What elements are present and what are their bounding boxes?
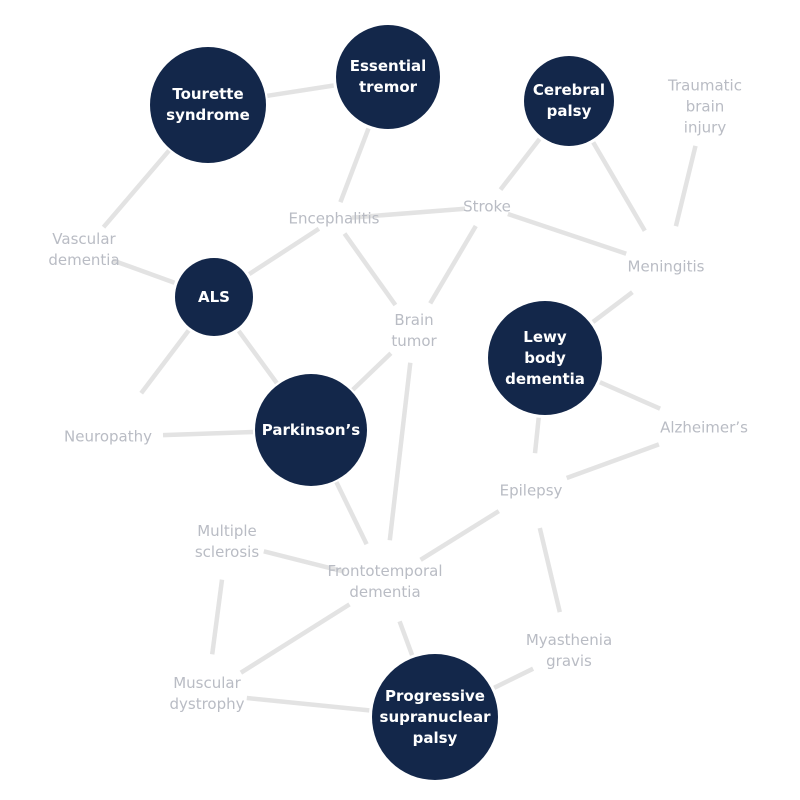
edge-epilepsy-myasthenia-gravis [537, 527, 562, 613]
node-stroke: Stroke [463, 197, 511, 216]
edge-stroke-brain-tumor [428, 224, 478, 305]
node-parkinsons: Parkinson’s [255, 374, 367, 486]
edge-frontotemporal-dementia-muscular-dystrophy [239, 602, 351, 675]
edge-als-encephalitis [247, 226, 321, 276]
edge-brain-tumor-frontotemporal-dementia [387, 362, 413, 541]
edge-lewy-body-dementia-epilepsy [532, 417, 541, 454]
node-multiple-sclerosis: Multiple sclerosis [194, 522, 260, 561]
node-epilepsy: Epilepsy [499, 481, 563, 500]
edge-parkinsons-neuropathy [162, 429, 254, 438]
edge-frontotemporal-dementia-progressive-supranuclear-palsy [397, 620, 415, 656]
node-encephalitis: Encephalitis [288, 209, 380, 228]
edge-cerebral-palsy-meningitis [591, 141, 647, 232]
edge-epilepsy-frontotemporal-dementia [419, 509, 500, 562]
edge-vascular-dementia-als [111, 258, 176, 285]
node-essential-tremor: Essential tremor [336, 25, 440, 129]
edge-als-parkinsons [236, 329, 279, 385]
edge-cerebral-palsy-stroke [498, 137, 542, 191]
node-cerebral-palsy: Cerebral palsy [524, 56, 614, 146]
edge-tourette-vascular-dementia [101, 149, 171, 229]
node-traumatic-brain-injury: Traumatic brain injury [668, 76, 742, 137]
edge-multiple-sclerosis-frontotemporal-dementia [263, 549, 345, 574]
edge-parkinsons-frontotemporal-dementia [334, 481, 369, 546]
edge-myasthenia-gravis-progressive-supranuclear-palsy [493, 666, 535, 690]
edge-muscular-dystrophy-progressive-supranuclear-palsy [246, 695, 370, 713]
edge-als-neuropathy [139, 329, 191, 395]
node-als: ALS [175, 258, 253, 336]
node-neuropathy: Neuropathy [64, 427, 152, 446]
node-progressive-supranuclear-palsy: Progressive supranuclear palsy [372, 654, 498, 780]
node-alzheimers: Alzheimer’s [660, 418, 748, 437]
edge-encephalitis-stroke [351, 206, 466, 220]
node-lewy-body-dementia: Lewy body dementia [488, 301, 602, 415]
node-brain-tumor: Brain tumor [391, 311, 437, 350]
edge-encephalitis-brain-tumor [342, 232, 398, 307]
node-vascular-dementia: Vascular dementia [48, 230, 120, 269]
node-myasthenia-gravis: Myasthenia gravis [525, 631, 613, 670]
node-muscular-dystrophy: Muscular dystrophy [169, 674, 245, 713]
edge-alzheimers-epilepsy [565, 442, 660, 481]
edge-parkinsons-brain-tumor [351, 351, 393, 392]
edge-traumatic-brain-injury-meningitis [673, 145, 698, 227]
edge-tourette-essential-tremor [266, 83, 335, 99]
edge-lewy-body-dementia-alzheimers [598, 380, 662, 411]
edge-essential-tremor-encephalitis [338, 127, 371, 204]
node-frontotemporal-dementia: Frontotemporal dementia [327, 562, 443, 601]
node-meningitis: Meningitis [627, 257, 705, 276]
edge-lewy-body-dementia-meningitis [591, 290, 634, 324]
node-tourette: Tourette syndrome [150, 47, 266, 163]
edge-multiple-sclerosis-muscular-dystrophy [209, 579, 225, 655]
edge-stroke-meningitis [507, 211, 627, 256]
